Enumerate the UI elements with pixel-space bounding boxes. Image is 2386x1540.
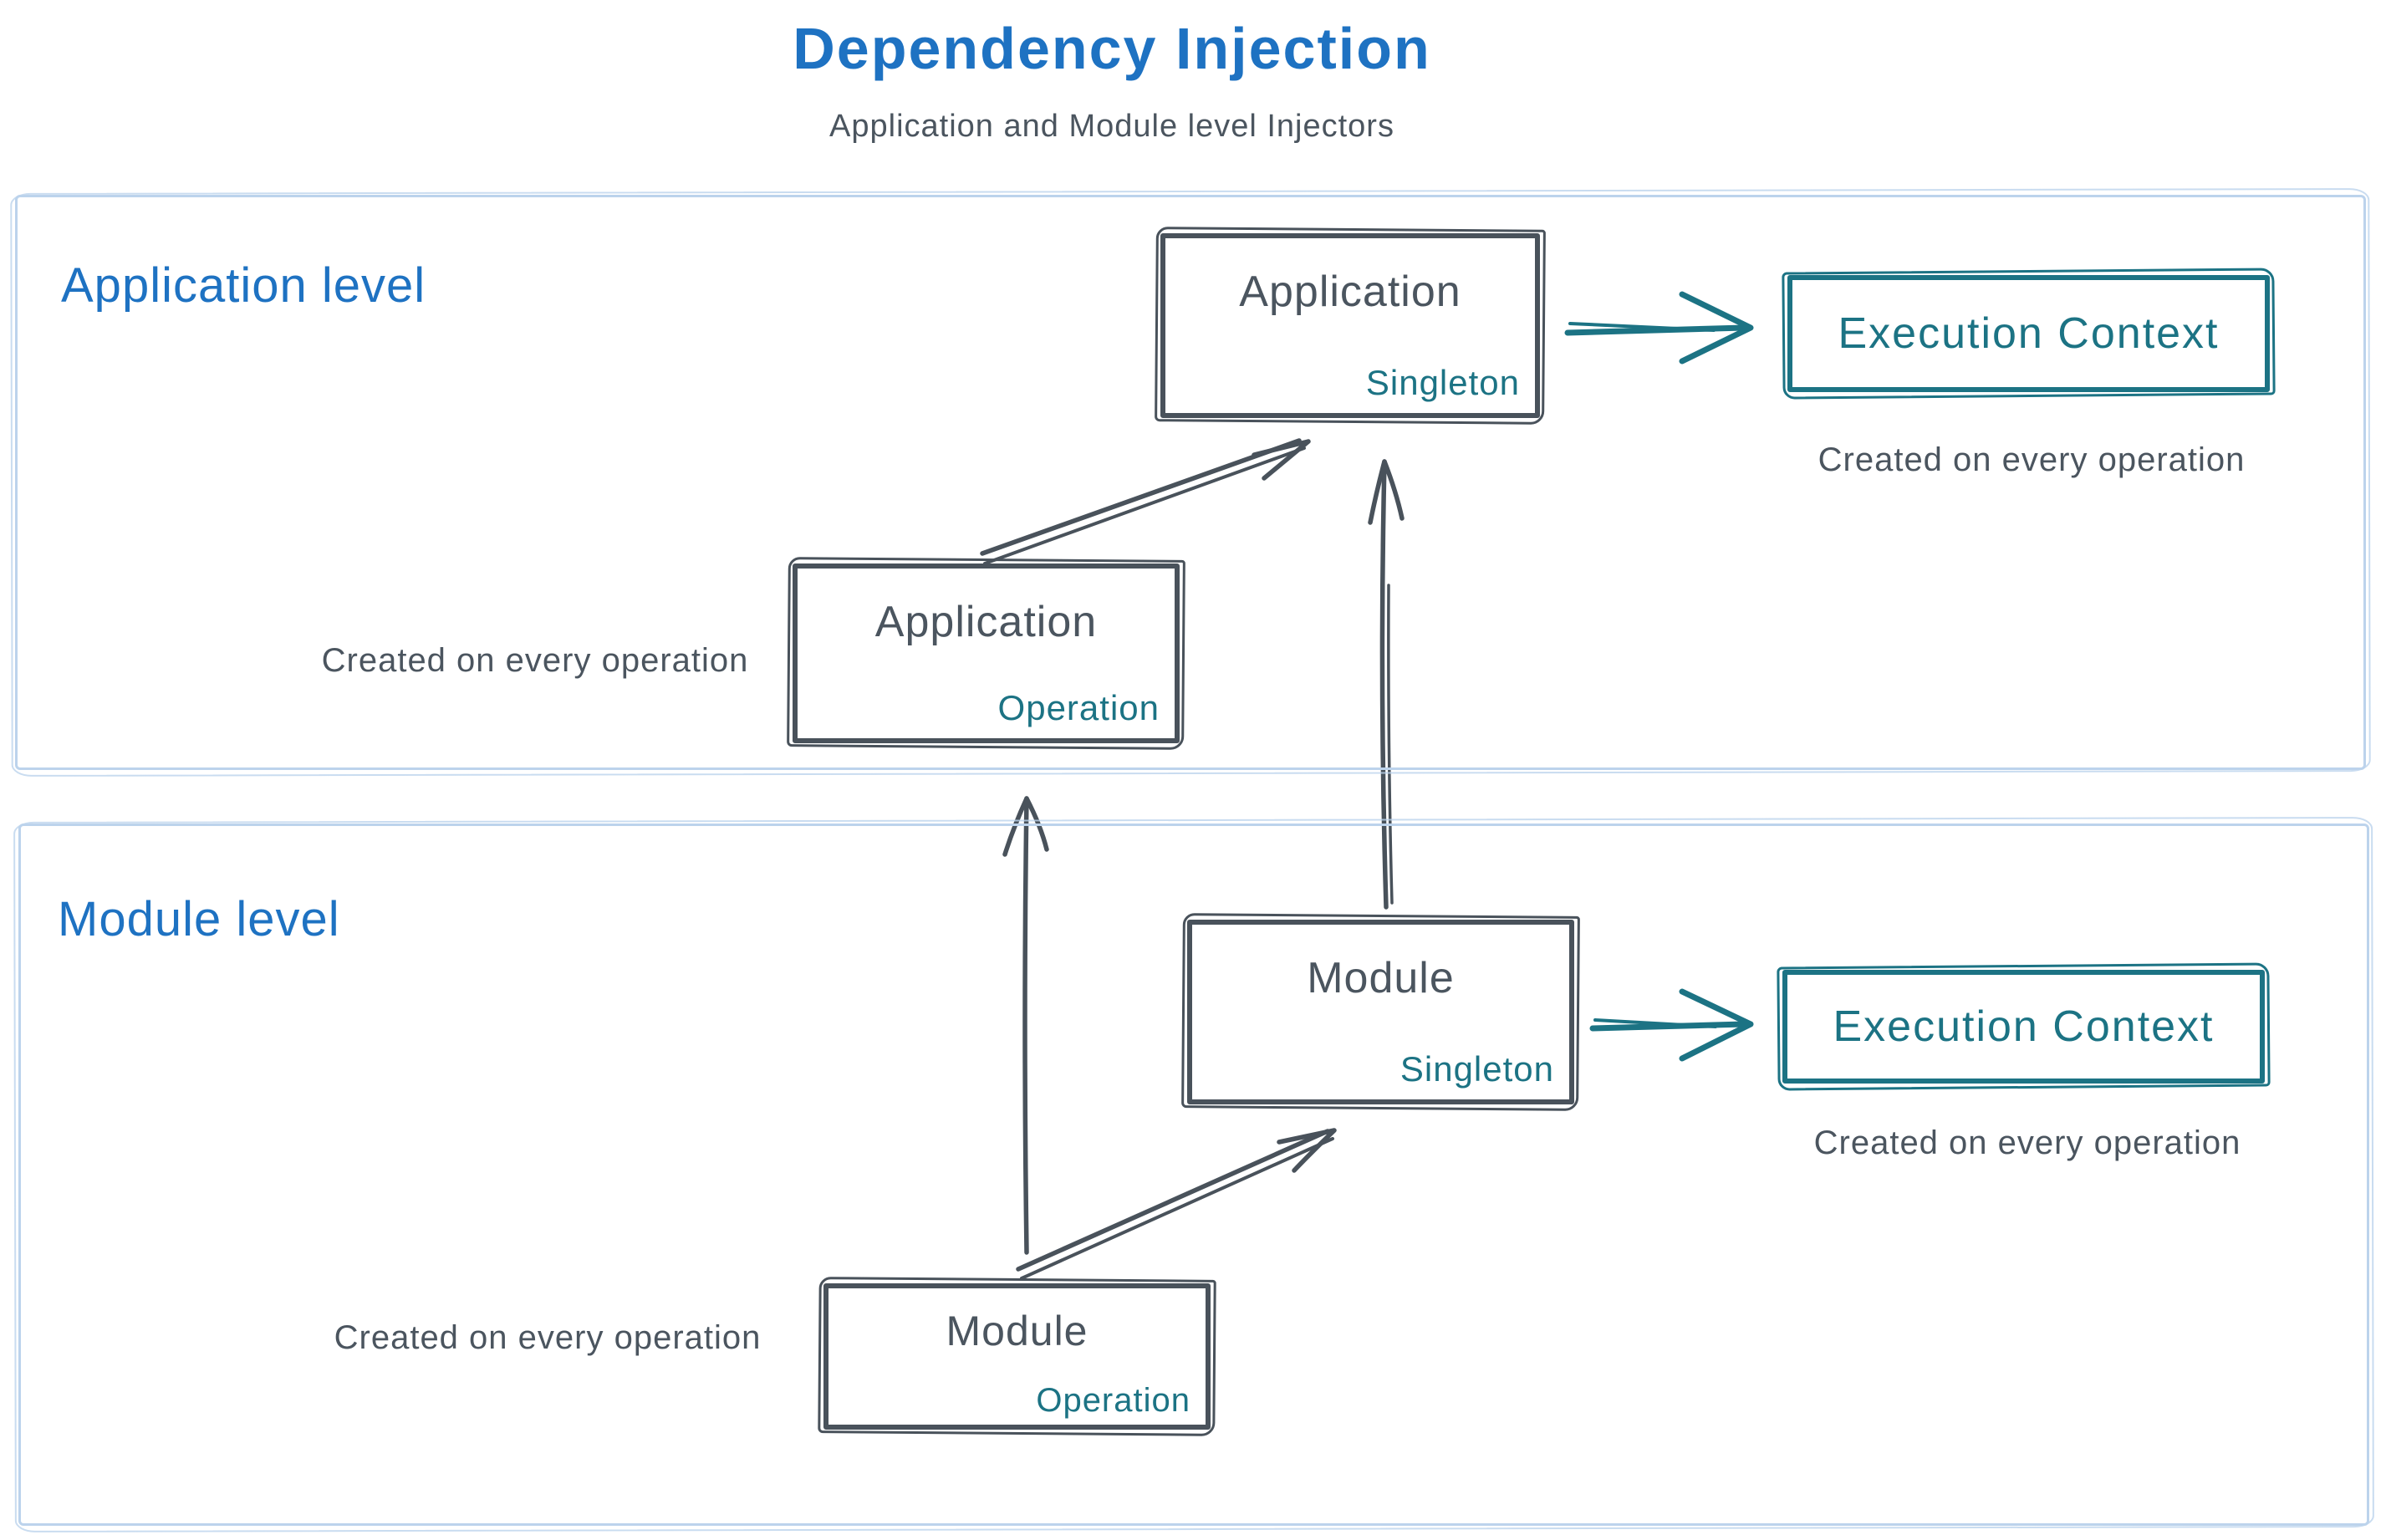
- application-level-label: Application level: [61, 258, 426, 313]
- caption-exec-context-app: Created on every operation: [1818, 441, 2246, 478]
- app-singleton-title: Application: [1239, 268, 1461, 316]
- caption-module-operation: Created on every operation: [334, 1319, 762, 1356]
- page-subtitle: Application and Module level Injectors: [829, 109, 1394, 144]
- caption-exec-context-module: Created on every operation: [1813, 1124, 2241, 1161]
- module-operation-box: Module Operation: [823, 1283, 1211, 1430]
- app-singleton-scope: Singleton: [1365, 363, 1520, 402]
- application-level-container: Application level: [15, 195, 2366, 770]
- module-singleton-scope: Singleton: [1399, 1049, 1554, 1089]
- module-operation-scope: Operation: [1036, 1382, 1190, 1419]
- execution-context-module-title: Execution Context: [1833, 1002, 2215, 1051]
- execution-context-app-title: Execution Context: [1838, 309, 2220, 358]
- app-operation-title: Application: [874, 598, 1098, 646]
- module-singleton-title: Module: [1307, 954, 1455, 1002]
- caption-app-operation: Created on every operation: [321, 642, 749, 679]
- module-operation-title: Module: [946, 1308, 1088, 1354]
- module-level-label: Module level: [58, 892, 340, 946]
- page-title: Dependency Injection: [793, 16, 1431, 81]
- app-operation-scope: Operation: [997, 688, 1160, 727]
- app-singleton-box: Application Singleton: [1160, 233, 1540, 418]
- execution-context-module-box: Execution Context: [1782, 970, 2265, 1084]
- module-level-container: Module level: [18, 824, 2369, 1526]
- module-singleton-box: Module Singleton: [1187, 920, 1574, 1104]
- execution-context-app-box: Execution Context: [1787, 275, 2270, 392]
- app-operation-box: Application Operation: [793, 563, 1180, 743]
